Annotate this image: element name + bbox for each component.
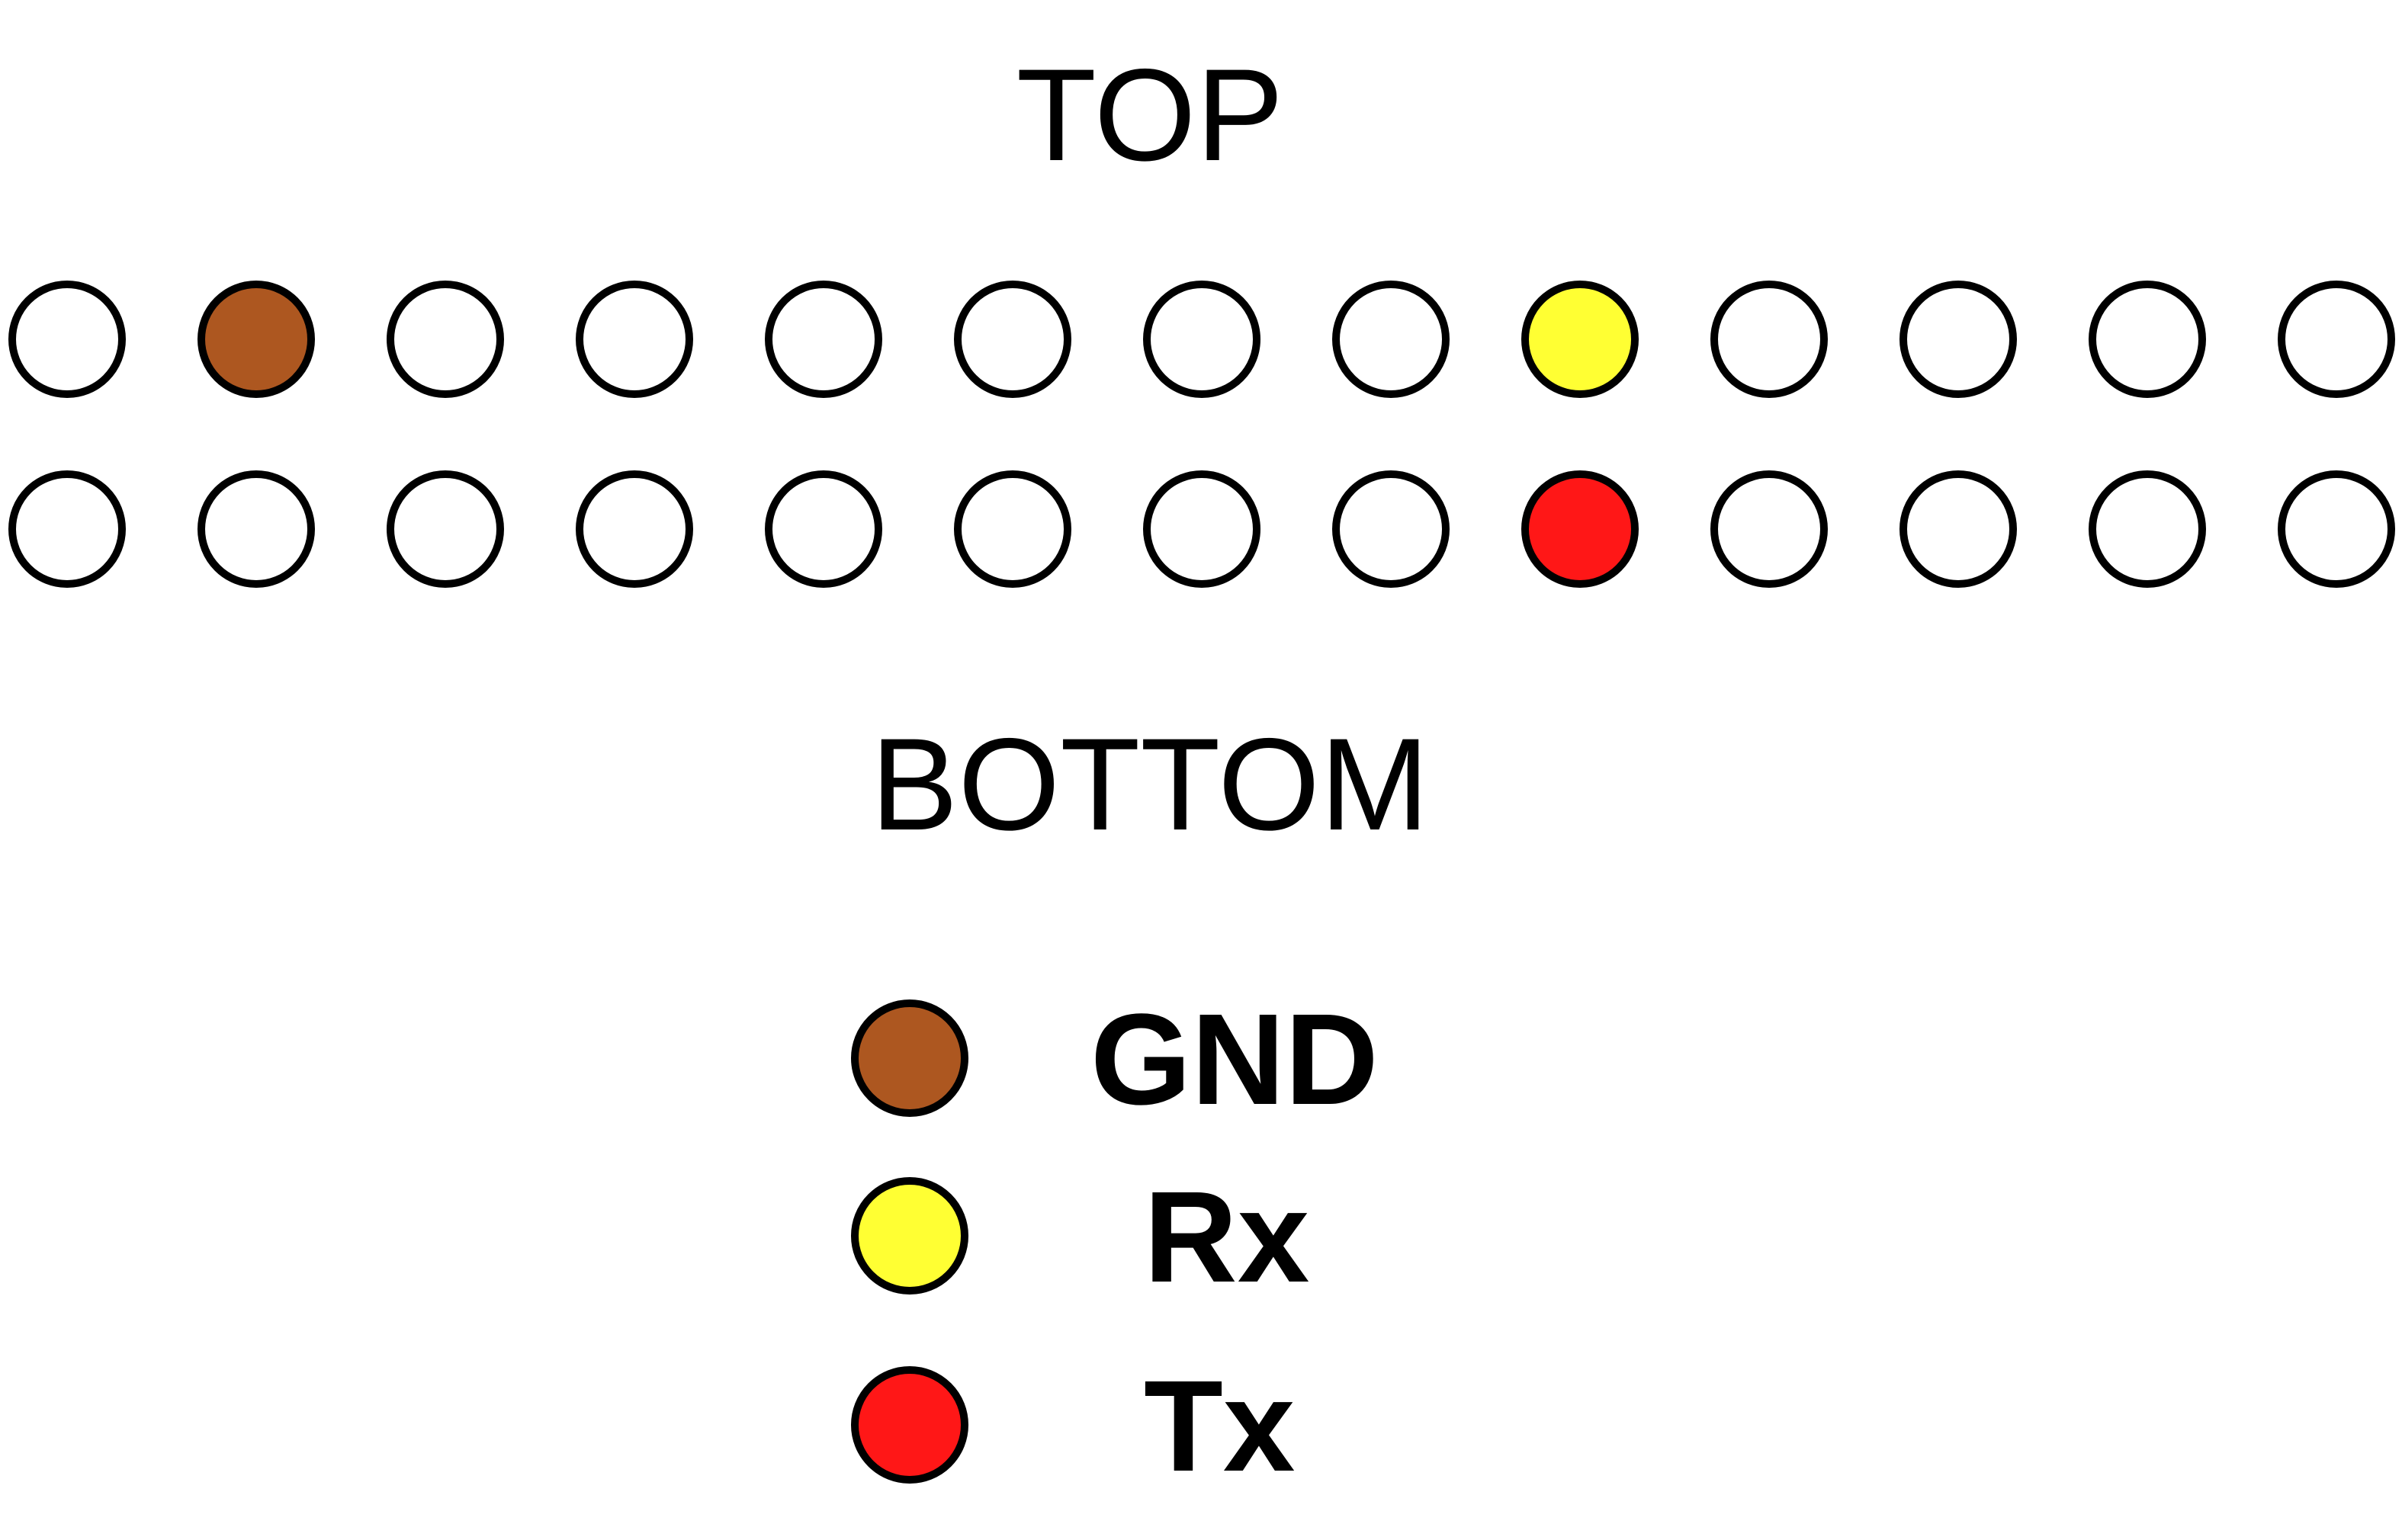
pin-top-9-rx [1521, 281, 1639, 398]
legend-label-tx: Tx [1144, 1354, 1295, 1499]
legend-item-tx: Tx [851, 1354, 1295, 1499]
pin-bottom-5 [765, 470, 882, 588]
pin-top-10 [1710, 281, 1828, 398]
pin-bottom-12 [2089, 470, 2206, 588]
pin-top-3 [387, 281, 504, 398]
pin-top-6 [954, 281, 1071, 398]
top-label: TOP [1016, 42, 1283, 188]
pin-bottom-4 [576, 470, 693, 588]
legend-item-rx: Rx [851, 1165, 1309, 1310]
pin-bottom-2 [197, 470, 315, 588]
pin-bottom-9-tx [1521, 470, 1639, 588]
pin-bottom-10 [1710, 470, 1828, 588]
pin-bottom-8 [1332, 470, 1450, 588]
legend-swatch-gnd [851, 999, 968, 1117]
pin-top-4 [576, 281, 693, 398]
connector-pin-grid [8, 281, 2395, 588]
pin-bottom-7 [1143, 470, 1260, 588]
legend-item-gnd: GND [851, 987, 1379, 1132]
pin-bottom-11 [1899, 470, 2017, 588]
pin-top-5 [765, 281, 882, 398]
legend-label-gnd: GND [1090, 987, 1379, 1132]
legend-swatch-rx [851, 1177, 968, 1295]
pin-top-2-gnd [197, 281, 315, 398]
pin-bottom-3 [387, 470, 504, 588]
pin-top-7 [1143, 281, 1260, 398]
pin-top-12 [2089, 281, 2206, 398]
legend-label-rx: Rx [1144, 1165, 1309, 1310]
legend-swatch-tx [851, 1366, 968, 1484]
pin-bottom-6 [954, 470, 1071, 588]
pin-bottom-1 [8, 470, 126, 588]
pin-top-11 [1899, 281, 2017, 398]
bottom-label: BOTTOM [871, 711, 1430, 858]
pin-top-13 [2278, 281, 2395, 398]
pin-top-1 [8, 281, 126, 398]
pin-top-8 [1332, 281, 1450, 398]
pin-bottom-13 [2278, 470, 2395, 588]
